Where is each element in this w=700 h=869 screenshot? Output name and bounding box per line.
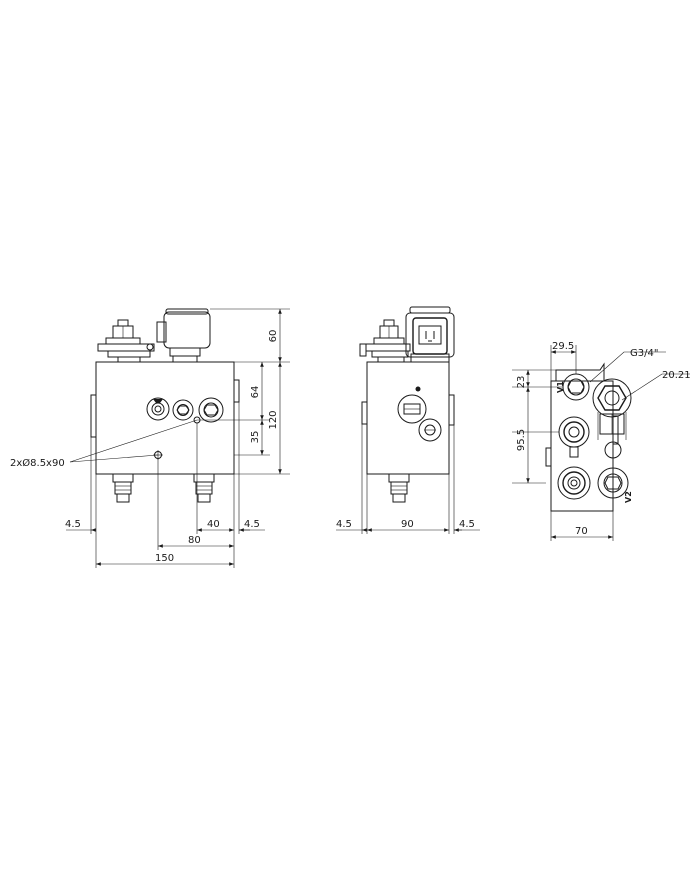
side-hand-valve xyxy=(359,319,411,363)
dim-40: 40 xyxy=(207,519,220,530)
side-dim-left-4-5: 4.5 xyxy=(336,519,352,530)
side-dim-90: 90 xyxy=(401,519,414,530)
dim-right-4-5: 4.5 xyxy=(244,519,260,530)
top-port-lower xyxy=(557,466,591,500)
dim-height-64: 64 xyxy=(250,386,261,399)
side-solenoid xyxy=(405,306,455,363)
dim-150: 150 xyxy=(155,553,174,564)
side-view: 4.5 90 4.5 xyxy=(336,306,480,534)
dim-80: 80 xyxy=(188,535,201,546)
front-solenoid xyxy=(156,308,211,363)
top-dim-23: 23 xyxy=(516,376,527,389)
front-port-3 xyxy=(198,397,224,423)
top-dim-29-5: 29.5 xyxy=(552,341,574,352)
front-hand-valve xyxy=(97,319,155,363)
front-view: 60 64 120 35 2xØ8.5x90 4.5 40 4.5 80 150 xyxy=(10,308,290,568)
side-block xyxy=(366,361,450,475)
top-dim-70: 70 xyxy=(575,526,588,537)
top-port-v2: V2 xyxy=(597,441,633,503)
dim-height-60: 60 xyxy=(268,330,279,343)
front-port-1 xyxy=(146,397,170,421)
top-dim-95-5: 95.5 xyxy=(516,429,527,451)
top-upper-body xyxy=(555,362,605,381)
top-port-middle xyxy=(558,416,590,458)
front-bottom-fitting-left xyxy=(112,473,134,503)
side-dim-right-4-5: 4.5 xyxy=(459,519,475,530)
top-view: V1 V2 xyxy=(512,341,691,541)
dim-height-120: 120 xyxy=(268,410,279,429)
top-hex-plug xyxy=(592,378,632,440)
side-left-boss xyxy=(361,401,368,425)
side-bottom-fitting xyxy=(388,473,410,503)
hole-callout: 2xØ8.5x90 xyxy=(10,457,65,469)
side-port-large xyxy=(397,386,427,424)
front-left-boss xyxy=(90,394,97,438)
thread-callout: G3/4" xyxy=(630,348,658,359)
top-right-boss xyxy=(612,415,619,445)
dim-left-4-5: 4.5 xyxy=(65,519,81,530)
front-right-boss xyxy=(233,379,240,403)
top-left-boss xyxy=(545,447,552,467)
front-port-2 xyxy=(172,399,194,421)
front-bottom-fitting-right xyxy=(193,473,215,503)
spanner-callout: 20.21 xyxy=(662,370,691,381)
side-right-boss xyxy=(448,394,455,426)
side-port-small xyxy=(418,418,442,442)
port-v2-label: V2 xyxy=(624,491,633,503)
dim-height-35: 35 xyxy=(250,431,261,444)
